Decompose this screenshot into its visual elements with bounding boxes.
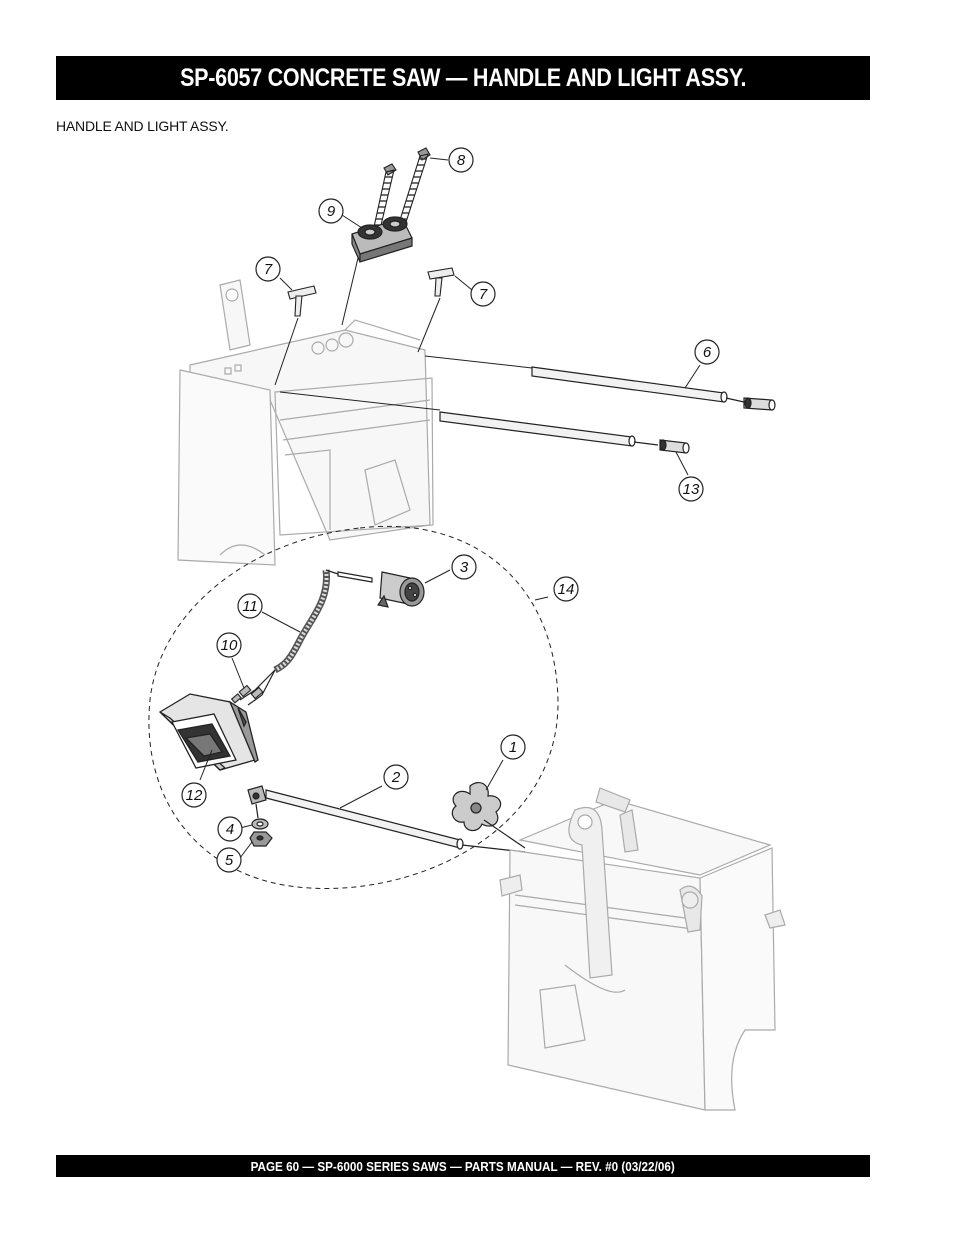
rod-item-13 <box>439 411 690 454</box>
callout-9: 9 <box>318 198 344 224</box>
leader-14 <box>534 596 549 601</box>
page-footer: PAGE 60 — SP-6000 SERIES SAWS — PARTS MA… <box>250 1158 676 1174</box>
leader-11 <box>261 611 301 633</box>
callout-12-label: 12 <box>186 787 203 804</box>
callout-8-label: 8 <box>457 152 466 169</box>
connectors-item-10 <box>230 684 264 704</box>
callout-13-label: 13 <box>683 481 700 498</box>
callout-4-label: 4 <box>226 821 234 838</box>
callout-11-label: 11 <box>242 598 258 615</box>
plug-item-3 <box>337 571 425 608</box>
leader-2 <box>339 785 383 809</box>
callout-10: 10 <box>216 632 242 658</box>
page-footer-bar: PAGE 60 — SP-6000 SERIES SAWS — PARTS MA… <box>56 1155 870 1177</box>
callout-3: 3 <box>451 554 477 580</box>
callout-3-label: 3 <box>460 559 469 576</box>
coiled-cord-item-11 <box>239 569 339 706</box>
bolts-item-8 <box>371 147 431 239</box>
callout-8: 8 <box>448 147 474 173</box>
lower-saw-frame <box>499 787 786 1111</box>
callout-1-label: 1 <box>509 739 517 756</box>
light-assembly-boundary-item-14 <box>148 525 559 890</box>
callouts: 8 9 7 7 6 13 3 14 11 10 1 2 12 4 5 <box>181 147 720 873</box>
callout-7b-label: 7 <box>479 286 488 303</box>
page-title: SP-6057 CONCRETE SAW — HANDLE AND LIGHT … <box>179 63 747 92</box>
work-light-item-12 <box>158 693 259 771</box>
callout-11: 11 <box>237 593 263 619</box>
t-handle-left-item-7 <box>287 285 317 317</box>
callout-5: 5 <box>216 847 242 873</box>
callout-10-label: 10 <box>221 637 238 654</box>
callout-2: 2 <box>383 764 409 790</box>
leader-lines-upper <box>274 157 533 411</box>
mount-bracket <box>247 785 267 819</box>
callout-2-label: 2 <box>391 769 401 786</box>
leader-13 <box>675 451 689 476</box>
knob-item-1 <box>451 782 526 849</box>
callout-7a-label: 7 <box>264 261 273 278</box>
leader-3 <box>424 569 451 584</box>
callout-6: 6 <box>694 339 720 365</box>
leader-6 <box>684 364 701 389</box>
leader-1 <box>485 759 504 791</box>
callout-7a: 7 <box>255 256 281 282</box>
callout-9-label: 9 <box>327 203 336 220</box>
callout-14-label: 14 <box>558 581 575 598</box>
callout-14: 14 <box>553 576 579 602</box>
upper-handle-frame <box>177 279 434 566</box>
mount-block-item-9 <box>351 216 413 263</box>
leader-5 <box>239 841 253 859</box>
nut-item-5 <box>249 831 273 847</box>
washer-item-4 <box>251 818 269 830</box>
callout-12: 12 <box>181 782 207 808</box>
section-label: HANDLE AND LIGHT ASSY. <box>56 118 229 134</box>
leader-12 <box>199 749 213 781</box>
rod-item-6 <box>531 366 776 411</box>
callout-13: 13 <box>678 476 704 502</box>
leader-10 <box>231 657 245 689</box>
callout-7b: 7 <box>470 281 496 307</box>
callout-4: 4 <box>217 816 243 842</box>
page-title-bar: SP-6057 CONCRETE SAW — HANDLE AND LIGHT … <box>56 56 870 100</box>
t-handle-right-item-7 <box>427 267 455 297</box>
callout-5-label: 5 <box>225 852 234 869</box>
callout-6-label: 6 <box>703 344 712 361</box>
callout-1: 1 <box>500 734 526 760</box>
